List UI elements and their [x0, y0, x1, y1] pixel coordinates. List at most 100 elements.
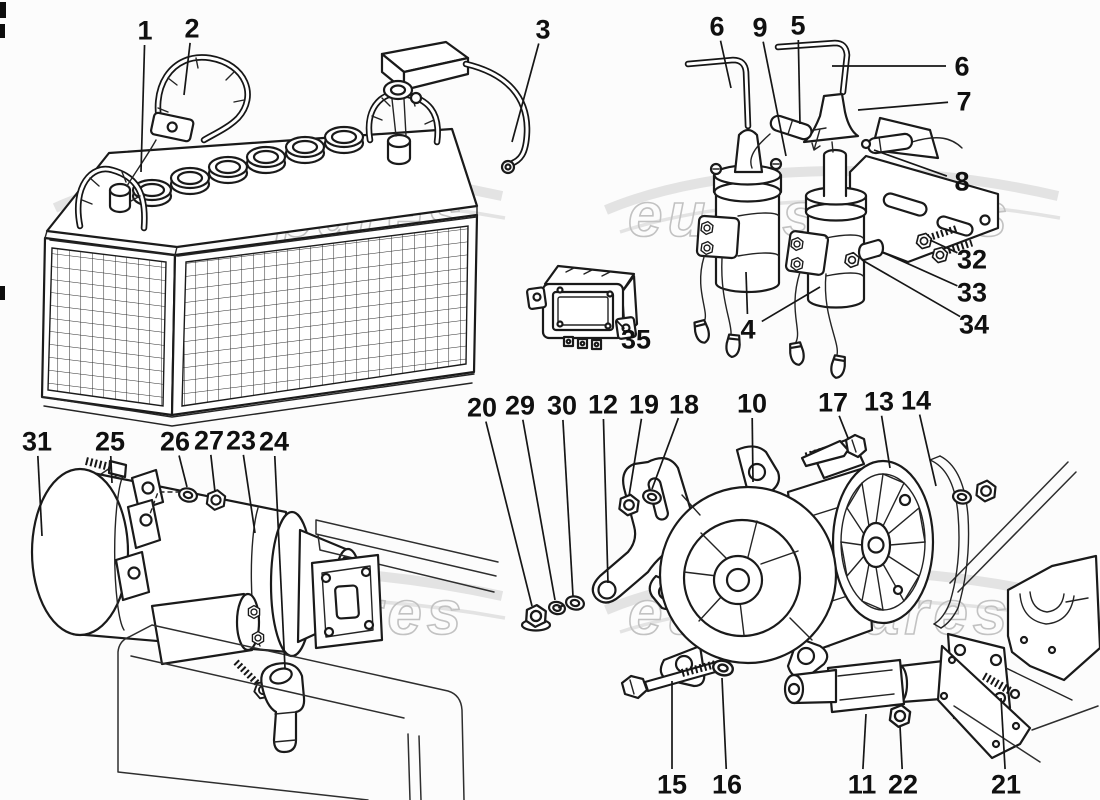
callout-2: 2	[184, 14, 199, 44]
battery-terminal-posts	[108, 133, 412, 214]
leader-line-19	[628, 418, 643, 497]
battery-filler-caps	[131, 125, 365, 208]
lt-wire-9	[750, 133, 771, 169]
ignition-coil-left	[684, 56, 783, 359]
callout-8: 8	[954, 167, 969, 197]
stud-25	[85, 457, 111, 471]
alternator-drawing	[520, 433, 1100, 763]
support-bracket-11	[783, 632, 1012, 720]
leader-line-18	[651, 417, 680, 490]
leader-line-2	[183, 42, 191, 96]
leader-line-5	[797, 39, 801, 125]
callout-10: 10	[737, 389, 767, 419]
callout-7: 7	[956, 87, 971, 117]
callout-22: 22	[888, 770, 918, 800]
callout-13: 13	[864, 387, 894, 417]
callout-32: 32	[957, 245, 987, 275]
leader-line-1	[140, 44, 146, 173]
starter-end-cap	[30, 467, 130, 637]
drive-belt	[929, 455, 970, 629]
callout-5: 5	[790, 11, 805, 41]
callout-27: 27	[194, 426, 224, 456]
page-edge-artifact	[0, 2, 6, 18]
battery-lid	[45, 127, 479, 249]
callout-19: 19	[629, 390, 659, 420]
leader-line-25	[109, 455, 113, 484]
ht-lead-left	[684, 56, 752, 130]
callout-6: 6	[709, 12, 724, 42]
callout-14: 14	[901, 386, 931, 416]
spark-plug-boot	[802, 92, 860, 144]
callout-1: 1	[137, 16, 152, 46]
rubber-elbow	[260, 662, 306, 754]
leader-line-24	[273, 455, 286, 669]
leader-line-17	[838, 415, 849, 439]
leader-line-21	[1000, 697, 1006, 770]
leader-line-16	[721, 677, 728, 770]
pivot-bolt-17	[800, 433, 868, 468]
callout-11: 11	[848, 770, 877, 800]
ground-strap	[126, 54, 251, 187]
callout-35: 35	[621, 325, 651, 355]
leader-line-4	[745, 271, 749, 315]
leader-line-12	[602, 418, 609, 584]
leader-line-27	[209, 454, 216, 493]
callout-31: 31	[22, 427, 52, 457]
callout-9: 9	[752, 13, 767, 43]
clamp-spacer-33	[857, 238, 885, 262]
battery-drawing	[40, 40, 531, 427]
cooling-fan	[831, 459, 935, 625]
callout-33: 33	[957, 278, 987, 308]
leader-line-20	[485, 421, 533, 607]
leader-line-13	[880, 415, 891, 469]
nut-floating	[974, 478, 998, 504]
leader-line-11	[862, 713, 867, 770]
leader-line-4	[761, 286, 821, 323]
starter-solenoid	[150, 592, 275, 702]
starter-motor-drawing	[30, 457, 363, 754]
callout-12: 12	[588, 390, 618, 420]
leader-line-14	[918, 414, 937, 487]
callout-16: 16	[712, 770, 742, 800]
battery-end-grid	[47, 247, 167, 407]
leader-line-6	[719, 40, 732, 89]
battery-cable	[380, 40, 531, 175]
stud-21	[982, 672, 1014, 696]
gasket	[936, 644, 1032, 760]
washer-floating	[950, 487, 974, 507]
callout-3: 3	[535, 15, 550, 45]
leader-line-8	[873, 149, 948, 177]
leader-line-34	[861, 259, 961, 318]
leader-line-10	[751, 417, 754, 483]
battery-side-grid	[181, 225, 469, 407]
leader-line-7	[857, 101, 949, 111]
leader-line-26	[178, 455, 188, 488]
leader-line-32	[929, 239, 958, 254]
page-edge-artifact	[0, 24, 5, 38]
callout-25: 25	[95, 427, 125, 457]
callout-29: 29	[505, 391, 535, 421]
leader-line-33	[881, 251, 958, 287]
watermark-swoosh	[604, 166, 1060, 215]
callout-24: 24	[259, 427, 289, 457]
chassis-frame-drawing	[117, 519, 499, 800]
washer-30	[563, 593, 587, 613]
mount-bolt-15	[620, 660, 721, 700]
ht-lead-right	[774, 39, 851, 96]
engine-block-section	[936, 554, 1100, 763]
battery-handle-left	[75, 165, 148, 232]
suppressor-connector	[769, 114, 813, 141]
voltage-regulator-drawing	[525, 264, 639, 351]
leader-line-31	[36, 455, 43, 537]
callout-18: 18	[669, 390, 699, 420]
coil-tower-right	[822, 148, 848, 198]
page-edge-artifact	[0, 286, 5, 300]
callout-17: 17	[818, 388, 848, 418]
lock-washer-29	[546, 599, 568, 617]
leader-line-3	[511, 43, 540, 143]
callout-15: 15	[657, 770, 687, 800]
cable-terminal-8	[860, 132, 963, 155]
callout-20: 20	[467, 393, 497, 423]
coil-tower-boot	[733, 128, 764, 174]
